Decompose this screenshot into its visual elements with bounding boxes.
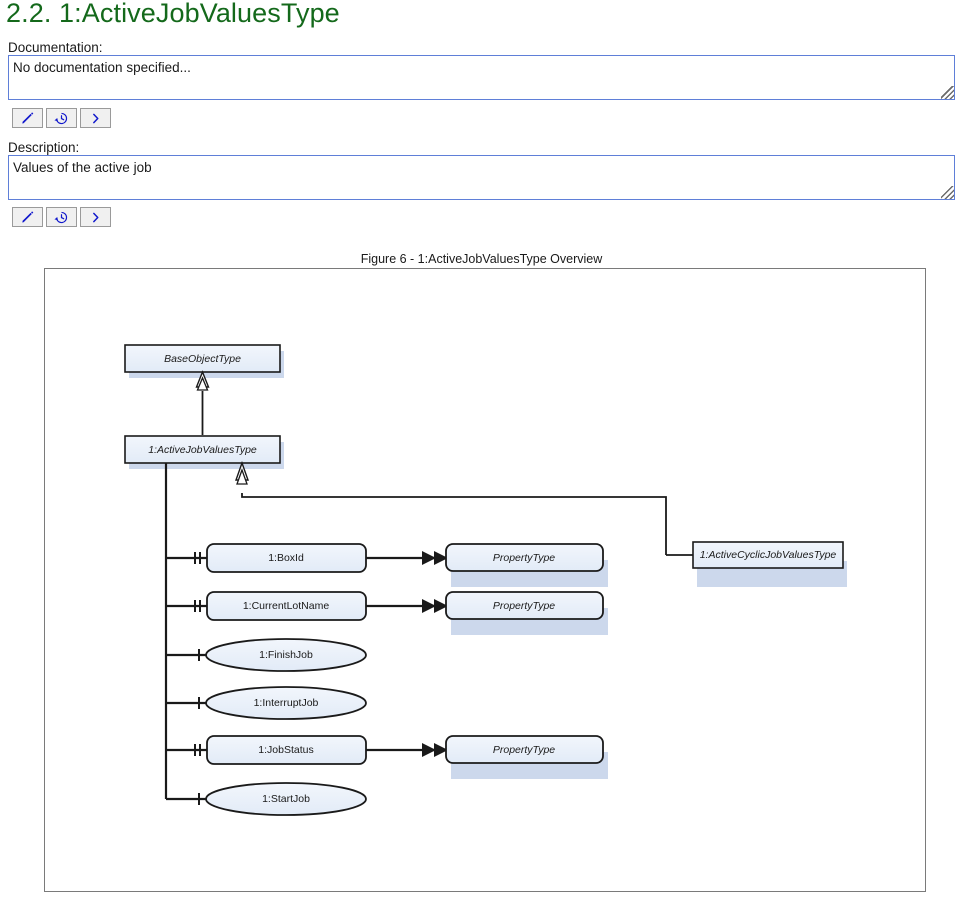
figure-caption: Figure 6 - 1:ActiveJobValuesType Overvie…	[360, 252, 603, 266]
description-next-button[interactable]	[80, 207, 111, 227]
member-label: 1:StartJob	[262, 793, 310, 805]
hollow-triangle-arrowhead-2	[236, 468, 248, 485]
member-ellipse	[205, 638, 367, 672]
node-label: 1:ActiveJobValuesType	[148, 444, 257, 456]
description-input[interactable]	[8, 155, 955, 200]
member-row-4-interruptjob[interactable]: 1:InterruptJob	[166, 686, 367, 720]
target-box	[445, 591, 604, 620]
documentation-input[interactable]	[8, 55, 955, 100]
node-label: 1:ActiveCyclicJobValuesType	[700, 549, 837, 561]
arrowhead-1	[422, 743, 436, 757]
arrowhead-2	[434, 743, 448, 757]
node-active-job-values-type[interactable]: 1:ActiveJobValuesType	[124, 435, 284, 469]
target-label: PropertyType	[493, 744, 555, 756]
history-revert-icon	[54, 210, 69, 225]
hollow-triangle-arrowhead-2	[196, 376, 209, 391]
pencil-icon	[20, 210, 35, 225]
target-box	[445, 543, 604, 572]
arrowhead-1	[422, 599, 436, 613]
history-revert-icon	[54, 111, 69, 126]
member-label: 1:CurrentLotName	[243, 600, 330, 612]
node-box	[124, 435, 281, 464]
chevron-right-icon	[88, 210, 103, 225]
member-row-5-jobstatus[interactable]: 1:JobStatus PropertyType	[166, 735, 608, 779]
documentation-next-button[interactable]	[80, 108, 111, 128]
arrowhead-2	[434, 551, 448, 565]
documentation-label: Documentation:	[8, 40, 103, 55]
generalization-base	[195, 370, 210, 435]
member-label: 1:BoxId	[268, 552, 304, 564]
member-row-1-boxid[interactable]: 1:BoxId PropertyType	[166, 543, 608, 587]
member-row-6-startjob[interactable]: 1:StartJob	[166, 782, 367, 816]
node-label: BaseObjectType	[164, 353, 241, 365]
documentation-history-button[interactable]	[46, 108, 77, 128]
member-label: 1:JobStatus	[258, 744, 313, 756]
member-ellipse	[205, 782, 367, 816]
member-ellipse	[205, 686, 367, 720]
generalization-cyclic-subtype	[235, 460, 693, 556]
description-history-button[interactable]	[46, 207, 77, 227]
description-edit-button[interactable]	[12, 207, 43, 227]
member-row-3-finishjob[interactable]: 1:FinishJob	[166, 638, 367, 672]
node-box	[692, 541, 844, 569]
member-label: 1:InterruptJob	[254, 697, 319, 709]
target-label: PropertyType	[493, 600, 555, 612]
uml-overview-diagram: BaseObjectType 1:ActiveJobValuesType 1:A…	[124, 344, 847, 816]
node-box	[124, 344, 281, 373]
member-row-2-currentlotname[interactable]: 1:CurrentLotName PropertyType	[166, 591, 608, 635]
description-label: Description:	[8, 140, 80, 155]
documentation-edit-button[interactable]	[12, 108, 43, 128]
node-base-object-type[interactable]: BaseObjectType	[124, 344, 284, 378]
target-label: PropertyType	[493, 552, 555, 564]
chevron-right-icon	[88, 111, 103, 126]
page-title: 2.2. 1:ActiveJobValuesType	[6, 0, 340, 28]
arrowhead-2	[434, 599, 448, 613]
target-box	[445, 735, 604, 764]
pencil-icon	[20, 111, 35, 126]
arrowhead-1	[422, 551, 436, 565]
node-active-cyclic-job-values-type[interactable]: 1:ActiveCyclicJobValuesType	[692, 541, 847, 587]
member-label: 1:FinishJob	[259, 649, 313, 661]
